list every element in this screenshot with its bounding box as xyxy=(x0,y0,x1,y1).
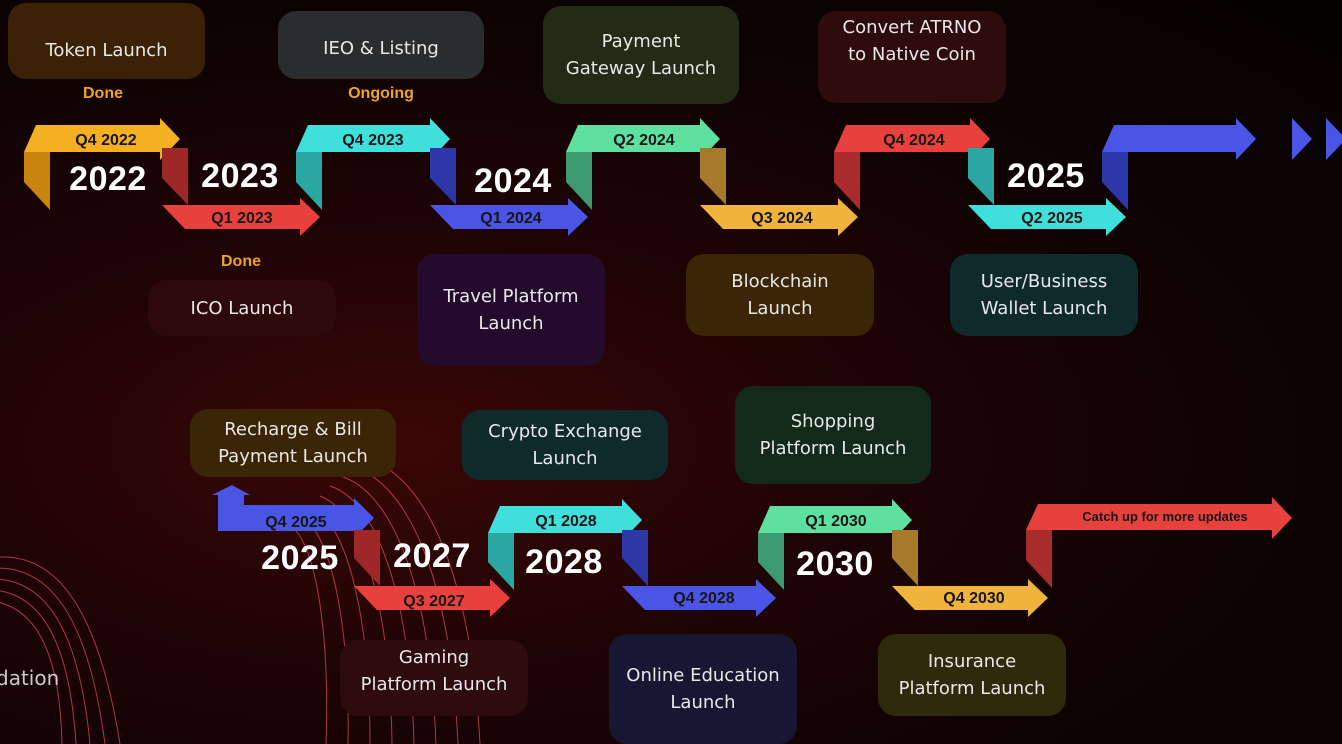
quarter-label: Q1 2028 xyxy=(535,513,596,530)
quarter-label: Q4 2023 xyxy=(342,132,403,149)
year-label: 2022 xyxy=(69,160,147,198)
milestone-box: Payment Gateway Launch xyxy=(543,6,739,104)
milestone-box: Token Launch xyxy=(8,3,205,79)
ribbon-q3-2027-arrow xyxy=(354,579,510,617)
year-label: 2027 xyxy=(393,537,471,575)
ribbon-2027-fold xyxy=(354,530,380,586)
milestone-box: Travel Platform Launch xyxy=(417,254,605,366)
milestone-box: Blockchain Launch xyxy=(686,254,874,336)
milestone-box: Convert ATRNO to Native Coin xyxy=(818,11,1006,103)
quarter-label: Q2 2025 xyxy=(1021,210,1082,227)
year-label: 2025 xyxy=(261,539,339,577)
ribbon-2023-fold xyxy=(162,148,188,205)
quarter-label: Q3 2027 xyxy=(403,593,464,610)
quarter-label: Q2 2024 xyxy=(613,132,674,149)
milestone-box: User/Business Wallet Launch xyxy=(950,254,1138,336)
quarter-label: Q1 2024 xyxy=(480,210,541,227)
ribbon-2030-fold xyxy=(892,530,918,586)
year-label: 2028 xyxy=(525,543,603,581)
ribbon-q3-2024-fold xyxy=(700,148,726,205)
ribbon-q1-2023-arrow xyxy=(162,198,320,236)
quarter-label: Q4 2030 xyxy=(943,590,1004,607)
ribbon-q4-2022-arrow xyxy=(24,118,180,160)
quarter-label: Q4 2028 xyxy=(673,590,734,607)
year-label: 2024 xyxy=(474,162,552,200)
ribbon-q1-2028-arrow xyxy=(488,499,642,541)
side-text: dation xyxy=(0,666,60,690)
catch-up-label: Catch up for more updates xyxy=(1082,509,1247,524)
quarter-label: Q1 2023 xyxy=(211,210,272,227)
ribbon-q2-2024-arrow xyxy=(566,118,720,160)
quarter-label: Q4 2024 xyxy=(883,132,944,149)
quarter-label: Q3 2024 xyxy=(751,210,812,227)
ribbon-2025-up-arrow xyxy=(212,485,250,505)
year-label: 2025 xyxy=(1007,157,1085,195)
milestone-box: ICO Launch xyxy=(148,280,336,336)
ribbon-end-fold xyxy=(1026,530,1052,588)
year-label: 2023 xyxy=(201,157,279,195)
milestone-box: Recharge & Bill Payment Launch xyxy=(190,409,396,477)
ribbon-q2-2024-fold xyxy=(566,152,592,210)
ribbon-q1-2030-fold xyxy=(758,533,784,590)
ribbon-2025-fold xyxy=(968,148,994,205)
milestone-box: Gaming Platform Launch xyxy=(340,640,528,716)
ribbon-q4-2023-arrow xyxy=(296,118,450,160)
ribbon-q2-2025-arrow xyxy=(968,198,1126,236)
status-badge: Ongoing xyxy=(348,85,414,102)
quarter-label: Q4 2025 xyxy=(265,514,326,531)
ribbon-q4-2028-arrow xyxy=(622,579,776,617)
milestone-box: Insurance Platform Launch xyxy=(878,634,1066,716)
status-badge: Done xyxy=(83,85,123,102)
year-label: 2030 xyxy=(796,545,874,583)
milestone-box: Crypto Exchange Launch xyxy=(462,410,668,480)
ribbon-next-arrow xyxy=(1102,118,1256,160)
ribbon-2028-fold xyxy=(622,530,648,586)
milestone-box: Shopping Platform Launch xyxy=(735,386,931,484)
ribbon-next-fold xyxy=(1102,152,1128,210)
ribbon-q4-2024-fold xyxy=(834,152,860,210)
ribbon-end-arrow xyxy=(1026,497,1292,539)
ribbon-q4-2024-arrow xyxy=(834,118,990,160)
chevron-right-icon xyxy=(1292,118,1312,160)
quarter-label: Q1 2030 xyxy=(805,513,866,530)
ribbon-2024-fold xyxy=(430,148,456,205)
quarter-label: Q4 2022 xyxy=(75,132,136,149)
ribbon-q4-2025-arrow xyxy=(218,498,374,538)
ribbon-q4-2023-fold xyxy=(296,152,322,210)
ribbon-2022-fold xyxy=(24,152,50,210)
chevron-right-icon-2 xyxy=(1326,118,1342,160)
milestone-box: IEO & Listing xyxy=(278,11,484,79)
ribbon-q1-2028-fold xyxy=(488,533,514,590)
milestone-box: Online Education Launch xyxy=(609,634,797,744)
status-badge: Done xyxy=(221,253,261,270)
ribbon-q3-2024-arrow xyxy=(700,198,858,236)
ribbon-q1-2030-arrow xyxy=(758,499,912,541)
ribbon-q4-2030-arrow xyxy=(892,579,1048,617)
ribbon-q1-2024-arrow xyxy=(430,198,588,236)
